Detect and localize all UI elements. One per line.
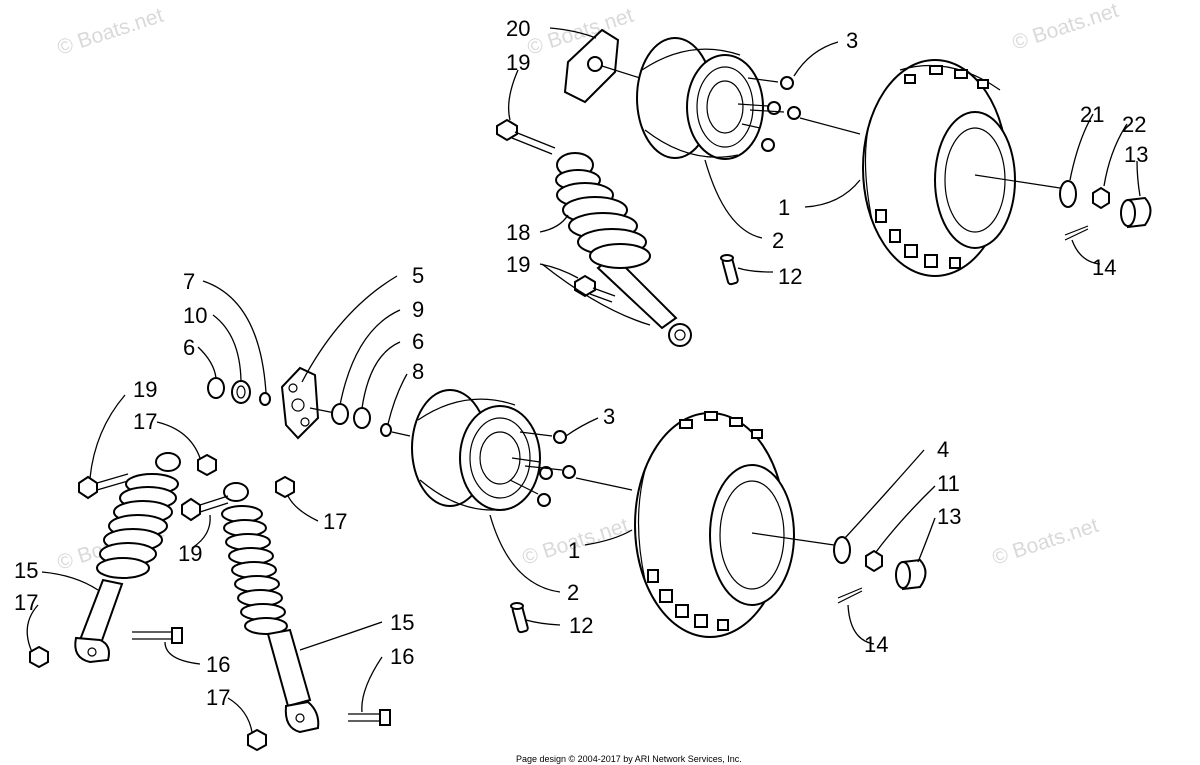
callout-17-top-right: 17 — [323, 509, 347, 534]
seal-9 — [331, 403, 349, 425]
washer-upper — [1059, 180, 1077, 208]
wheel-rim-upper — [636, 37, 764, 160]
callout-14-upper: 14 — [1092, 255, 1116, 280]
callout-6-left: 6 — [183, 335, 195, 360]
lug-bolts-upper — [737, 76, 801, 152]
tire-upper — [862, 59, 1016, 277]
upper-assembly — [496, 28, 1152, 347]
valve-stem-upper — [720, 254, 739, 286]
callout-20: 20 — [506, 16, 530, 41]
watermark-mid-right: © Boats.net — [989, 514, 1101, 570]
callout-12-lower: 12 — [569, 613, 593, 638]
bolt-upper-bottom — [574, 274, 616, 303]
watermark-top-left: © Boats.net — [54, 4, 166, 60]
callout-16-left: 16 — [206, 652, 230, 677]
callout-12-upper: 12 — [778, 264, 802, 289]
nut-17-top-right — [275, 475, 295, 499]
callout-16-right: 16 — [390, 644, 414, 669]
callout-2-lower: 2 — [567, 580, 579, 605]
lug-bolts-lower — [509, 430, 576, 507]
callout-5: 5 — [412, 263, 424, 288]
callout-1-upper: 1 — [778, 195, 790, 220]
seal-7 — [259, 392, 271, 406]
callout-3-upper: 3 — [846, 28, 858, 53]
callout-10: 10 — [183, 303, 207, 328]
bearing-10 — [231, 380, 251, 404]
watermark-top-right: © Boats.net — [1009, 0, 1121, 55]
callout-19-upper-bottom: 19 — [506, 252, 530, 277]
bolt-16-left — [132, 627, 183, 644]
shock-absorber-left — [74, 452, 181, 664]
spacer-8 — [380, 423, 392, 437]
callout-18: 18 — [506, 220, 530, 245]
callout-15-right: 15 — [390, 610, 414, 635]
callout-2-upper: 2 — [772, 228, 784, 253]
shock-absorber-upper — [555, 152, 692, 347]
callout-17-bottom-right: 17 — [206, 685, 230, 710]
callout-19-right: 19 — [178, 541, 202, 566]
nut-17-top-left — [197, 453, 217, 477]
callout-11: 11 — [937, 471, 960, 496]
hub-cap-lower — [895, 558, 927, 591]
cotter-pin-lower — [837, 587, 863, 604]
bearing-6-right — [353, 407, 371, 429]
valve-stem-lower — [510, 602, 529, 634]
brake-hub-5 — [280, 366, 320, 440]
footer-credit: Page design © 2004-2017 by ARI Network S… — [516, 754, 742, 764]
callout-15-left: 15 — [14, 558, 38, 583]
callout-22: 22 — [1122, 112, 1146, 137]
callout-14-lower: 14 — [864, 632, 888, 657]
callout-17-top-left: 17 — [133, 409, 157, 434]
callout-3-lower: 3 — [603, 404, 615, 429]
bolt-upper-top — [496, 118, 556, 155]
hub-cap-upper — [1120, 196, 1152, 229]
callouts: 20 19 3 1 2 18 19 12 21 22 13 14 7 10 6 … — [14, 16, 1148, 710]
tire-lower — [634, 411, 795, 638]
callout-13-upper: 13 — [1124, 142, 1148, 167]
callout-19-upper-top: 19 — [506, 50, 530, 75]
nut-lower — [865, 549, 883, 573]
nut-17-bottom-right — [247, 728, 267, 752]
callout-19-left: 19 — [133, 377, 157, 402]
lower-assembly — [29, 366, 927, 752]
callout-17-bottom-left: 17 — [14, 590, 38, 615]
callout-8: 8 — [412, 359, 424, 384]
bolt-16-right — [348, 709, 391, 726]
callout-21: 21 — [1080, 102, 1104, 127]
bolt-19-right — [181, 495, 229, 522]
callout-1-lower: 1 — [568, 538, 580, 563]
bolt-19-left — [78, 473, 129, 500]
leader-lines — [26, 27, 1141, 733]
wheel-rim-lower — [411, 389, 541, 511]
bearing-6-left — [207, 377, 225, 399]
cotter-pin-upper — [1064, 225, 1089, 241]
callout-13-lower: 13 — [937, 504, 961, 529]
callout-6-right: 6 — [412, 329, 424, 354]
plate-hub-upper — [587, 56, 603, 72]
callout-9: 9 — [412, 297, 424, 322]
callout-7: 7 — [183, 269, 195, 294]
nut-17-bottom-left — [29, 645, 49, 669]
callout-4: 4 — [937, 437, 949, 462]
shock-absorber-right — [221, 482, 320, 734]
washer-lower — [833, 536, 851, 564]
nut-upper — [1092, 186, 1110, 210]
